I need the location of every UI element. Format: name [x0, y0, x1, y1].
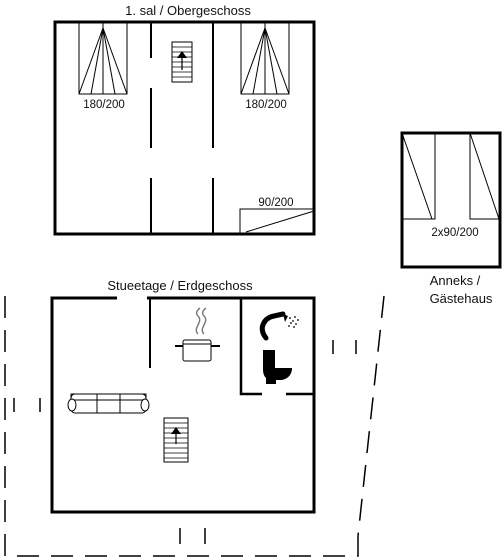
annex-title-line2: Gästehaus [430, 291, 493, 306]
upper-floor-title: 1. sal / Obergeschoss [125, 3, 251, 18]
stove-icon [175, 307, 220, 362]
stairs-icon [171, 41, 193, 83]
annex: 2x90/200 Anneks / Gästehaus [400, 131, 502, 306]
bed-icon [401, 132, 436, 220]
ground-floor-outline [50, 296, 316, 514]
bed-icon [469, 132, 501, 220]
bed-icon [78, 21, 128, 95]
bed-icon [240, 21, 290, 95]
annex-title-line1: Anneks / [430, 273, 481, 288]
bed-left-label: 180/200 [83, 99, 125, 111]
bed-icon [239, 208, 315, 235]
annex-outline [400, 131, 502, 269]
shower-icon [259, 311, 299, 341]
bed-right-label: 180/200 [245, 99, 287, 111]
terrace-outline [4, 295, 385, 557]
toilet-icon [263, 350, 292, 384]
bathroom-walls [239, 298, 314, 396]
annex-beds-label: 2x90/200 [431, 227, 478, 239]
ground-floor: Stueetage / Erdgeschoss [50, 278, 316, 514]
upper-floor: 1. sal / Obergeschoss 180/200 180/200 [53, 3, 316, 236]
ground-floor-title: Stueetage / Erdgeschoss [107, 278, 253, 293]
stairs-icon [163, 417, 189, 463]
sofa-icon [67, 393, 150, 414]
bed-small-label: 90/200 [258, 197, 293, 209]
upper-floor-outline [53, 20, 316, 236]
